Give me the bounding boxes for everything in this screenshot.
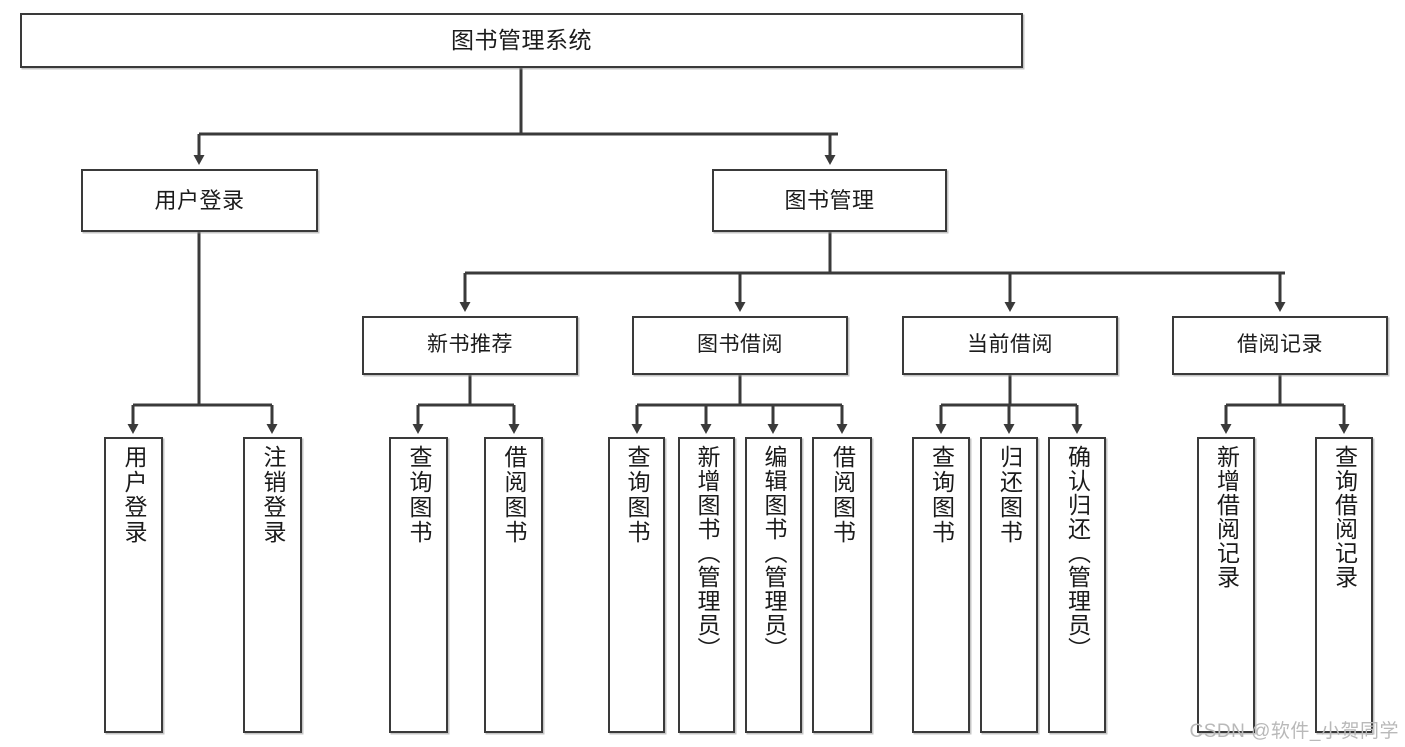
node-label: 注销登录 xyxy=(260,445,286,545)
node-label: 图书管理 xyxy=(784,187,875,213)
node-leaf-query-book-borrow[interactable]: 查询图书 xyxy=(608,437,665,733)
node-leaf-query-book-recommend[interactable]: 查询图书 xyxy=(389,437,448,733)
node-book-borrow[interactable]: 图书借阅 xyxy=(632,316,848,375)
node-new-book-recommend[interactable]: 新书推荐 xyxy=(362,316,578,375)
node-leaf-logout[interactable]: 注销登录 xyxy=(243,437,302,733)
node-leaf-query-book-current[interactable]: 查询图书 xyxy=(912,437,970,733)
node-book-manage[interactable]: 图书管理 xyxy=(712,169,947,232)
node-leaf-borrow-book-recommend[interactable]: 借阅图书 xyxy=(484,437,543,733)
node-label: 图书借阅 xyxy=(697,333,783,357)
node-book-management-system[interactable]: 图书管理系统 xyxy=(20,13,1023,68)
node-label: 新增借阅记录 xyxy=(1213,445,1240,589)
node-label: 借阅图书 xyxy=(829,445,856,545)
node-label: 借阅图书 xyxy=(501,445,527,545)
node-label: 用户登录 xyxy=(154,187,245,213)
node-leaf-edit-book-admin[interactable]: 编辑图书（管理员） xyxy=(745,437,802,733)
node-leaf-query-borrow-record[interactable]: 查询借阅记录 xyxy=(1315,437,1373,733)
node-borrow-record[interactable]: 借阅记录 xyxy=(1172,316,1388,375)
node-label: 用户登录 xyxy=(121,445,147,545)
node-label: 查询借阅记录 xyxy=(1331,445,1358,589)
node-leaf-add-book-admin[interactable]: 新增图书（管理员） xyxy=(678,437,735,733)
node-label: 查询图书 xyxy=(406,445,432,545)
node-leaf-return-book[interactable]: 归还图书 xyxy=(980,437,1038,733)
node-label: 查询图书 xyxy=(624,445,650,545)
node-label: 归还图书 xyxy=(996,445,1023,545)
node-label: 查询图书 xyxy=(928,445,955,545)
node-label: 新书推荐 xyxy=(427,333,513,357)
node-label: 借阅记录 xyxy=(1237,333,1323,357)
node-leaf-add-borrow-record[interactable]: 新增借阅记录 xyxy=(1197,437,1255,733)
node-label: 当前借阅 xyxy=(967,333,1053,357)
node-label: 编辑图书（管理员） xyxy=(761,445,787,661)
node-label: 图书管理系统 xyxy=(451,26,592,53)
node-leaf-user-login[interactable]: 用户登录 xyxy=(104,437,163,733)
node-leaf-borrow-book[interactable]: 借阅图书 xyxy=(812,437,872,733)
node-label: 新增图书（管理员） xyxy=(694,445,720,661)
node-leaf-confirm-return-admin[interactable]: 确认归还（管理员） xyxy=(1048,437,1106,733)
node-user-login[interactable]: 用户登录 xyxy=(81,169,318,232)
node-current-borrow[interactable]: 当前借阅 xyxy=(902,316,1118,375)
node-label: 确认归还（管理员） xyxy=(1064,445,1091,661)
watermark: CSDN @软件_小贺同学 xyxy=(1189,721,1399,742)
